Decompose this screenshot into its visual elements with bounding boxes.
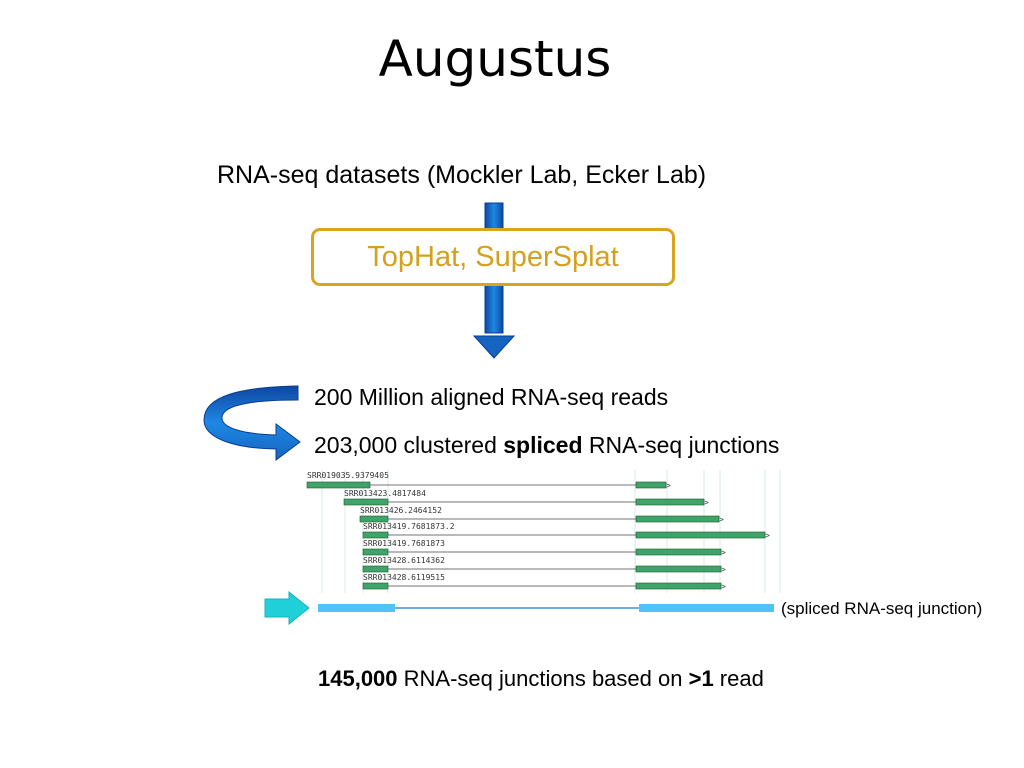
right-arrow-icon [264,591,310,625]
slide-title: Augustus [378,30,612,88]
read-id: SRR013419.7681873.2 [363,522,455,531]
spliced-junction-bar [318,604,774,612]
svg-text:>: > [765,531,770,540]
aligned-reads-text: 200 Million aligned RNA-seq reads [314,384,669,410]
subtitle: RNA-seq datasets (Mockler Lab, Ecker Lab… [217,161,707,189]
read-id: SRR013428.6119515 [363,573,445,582]
svg-text:>: > [704,498,709,507]
summary-middle: RNA-seq junctions based on [397,666,689,691]
svg-text:>: > [721,565,726,574]
summary-suffix: read [713,666,764,691]
summary-threshold: >1 [688,666,714,691]
tool-box: TopHat, SuperSplat [311,228,675,286]
curved-arrow-icon [203,385,301,461]
junctions-emphasis: spliced [503,432,583,458]
svg-text:>: > [721,582,726,591]
read-id: SRR013419.7681873 [363,539,445,548]
junctions-suffix: RNA-seq junctions [582,432,780,458]
svg-text:>: > [721,548,726,557]
read-id: SRR013428.6114362 [363,556,445,565]
summary-text: 145,000 RNA-seq junctions based on >1 re… [318,666,764,692]
junctions-prefix: 203,000 clustered [314,432,504,458]
svg-text:>: > [666,481,671,490]
junction-caption: (spliced RNA-seq junction) [781,599,983,618]
svg-text:>: > [719,515,724,524]
read-id: SRR013423.4817484 [344,489,426,498]
tool-label: TopHat, SuperSplat [367,240,619,273]
read-id: SRR019035.9379405 [307,471,389,480]
summary-count: 145,000 [318,666,398,691]
read-alignment-figure: SRR019035.9379405 > SRR013423.4817484 > … [306,470,781,593]
read-id: SRR013426.2464152 [360,506,442,515]
clustered-junctions-text: 203,000 clustered spliced RNA-seq juncti… [314,432,779,459]
